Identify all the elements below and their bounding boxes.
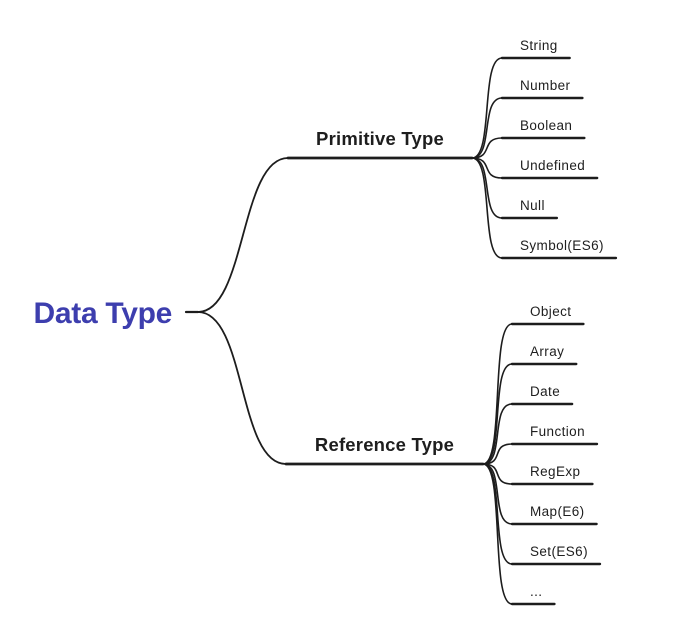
leaf-curve bbox=[471, 137, 503, 159]
leaf-curve bbox=[482, 463, 513, 605]
leaf-curve bbox=[471, 57, 503, 159]
leaf-label: Function bbox=[530, 424, 585, 439]
branch-label: Reference Type bbox=[315, 434, 454, 455]
leaf-curve bbox=[482, 323, 513, 465]
leaf-curve bbox=[482, 403, 513, 465]
leaf-curve bbox=[471, 157, 503, 259]
leaf-label: ... bbox=[530, 584, 542, 599]
leaf-label: Symbol(ES6) bbox=[520, 238, 604, 253]
leaf-label: Object bbox=[530, 304, 571, 319]
leaf-label: RegExp bbox=[530, 464, 580, 479]
leaf-label: String bbox=[520, 38, 558, 53]
leaf-label: Null bbox=[520, 198, 545, 213]
leaf-label: Map(E6) bbox=[530, 504, 585, 519]
leaf-curve bbox=[482, 463, 513, 565]
branch-curve bbox=[197, 311, 287, 465]
branch-curve bbox=[197, 157, 289, 313]
leaf-curve bbox=[471, 157, 503, 179]
leaf-label: Set(ES6) bbox=[530, 544, 588, 559]
leaf-curve bbox=[482, 443, 513, 465]
leaf-label: Boolean bbox=[520, 118, 572, 133]
leaf-curve bbox=[471, 97, 503, 159]
leaf-label: Array bbox=[530, 344, 564, 359]
leaf-curve bbox=[482, 363, 513, 465]
branch-label: Primitive Type bbox=[316, 128, 444, 149]
leaf-label: Undefined bbox=[520, 158, 585, 173]
leaf-label: Number bbox=[520, 78, 571, 93]
root-node-label: Data Type bbox=[34, 297, 172, 330]
leaf-label: Date bbox=[530, 384, 560, 399]
